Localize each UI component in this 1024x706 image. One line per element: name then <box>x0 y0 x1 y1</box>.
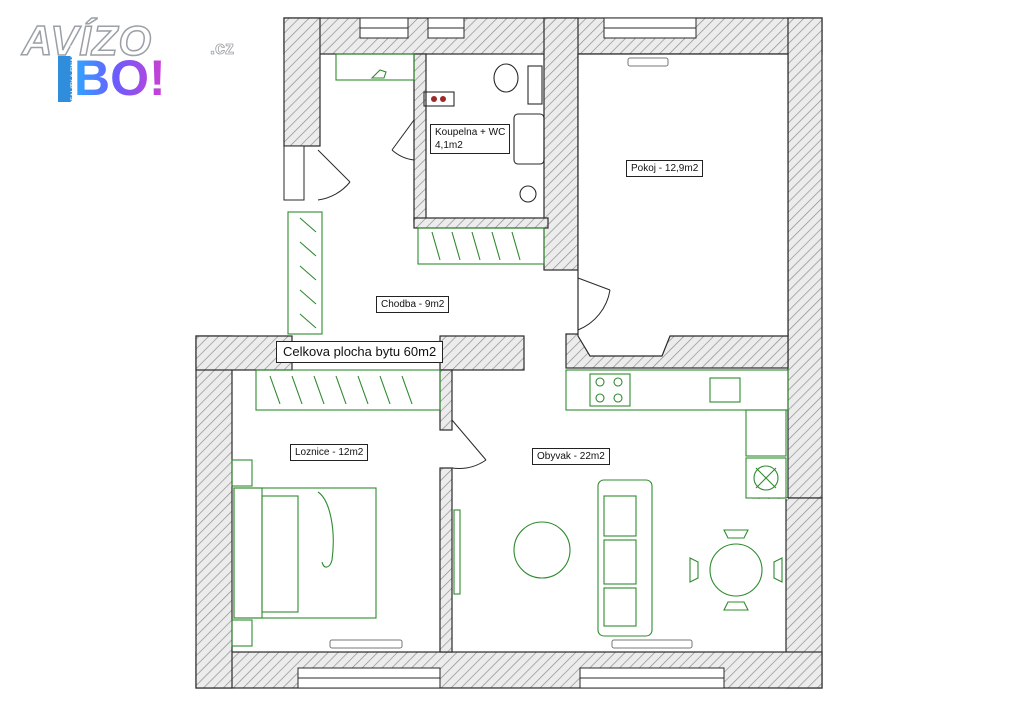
windows <box>283 17 725 689</box>
radiators <box>329 57 693 649</box>
total-area-label: Celkova plocha bytu 60m2 <box>276 341 444 363</box>
furniture <box>231 53 789 647</box>
doors <box>317 119 611 469</box>
logo-tld: .cz <box>210 38 235 59</box>
bathtub <box>513 113 545 165</box>
dining-table <box>709 543 763 597</box>
walls <box>195 17 823 689</box>
bed <box>233 487 377 619</box>
sofa <box>597 479 653 637</box>
logo-tagline-bar: REALITY & FINANCE <box>58 45 77 105</box>
bathroom-label: Koupelna + WC 4,1m2 <box>430 124 511 154</box>
hall-wardrobe <box>287 211 323 335</box>
tv-stand <box>453 509 461 595</box>
wall-notch <box>577 53 789 357</box>
logo-mark: BO! <box>74 50 166 106</box>
shoe-rack <box>335 53 415 81</box>
toilet <box>493 63 519 93</box>
nightstand <box>231 619 253 647</box>
corridor-wardrobe <box>417 227 545 265</box>
kitchen-counter <box>565 369 789 411</box>
living-label: Obyvak - 22m2 <box>532 448 610 465</box>
nightstand <box>231 459 253 487</box>
bedroom-wardrobe <box>255 369 441 411</box>
room-label: Pokoj - 12,9m2 <box>626 160 704 177</box>
bathroom-area: 4,1m2 <box>435 140 463 151</box>
logo-brand: AVÍZO <box>21 17 153 65</box>
bathroom-name: Koupelna + WC <box>435 127 506 138</box>
bedroom-label: Loznice - 12m2 <box>290 444 369 461</box>
hall-label: Chodba - 9m2 <box>376 296 450 313</box>
sink <box>423 91 455 107</box>
round-table <box>513 521 571 579</box>
avizo-logo: AVÍZO .cz REALITY & FINANCE BO! <box>21 17 242 108</box>
